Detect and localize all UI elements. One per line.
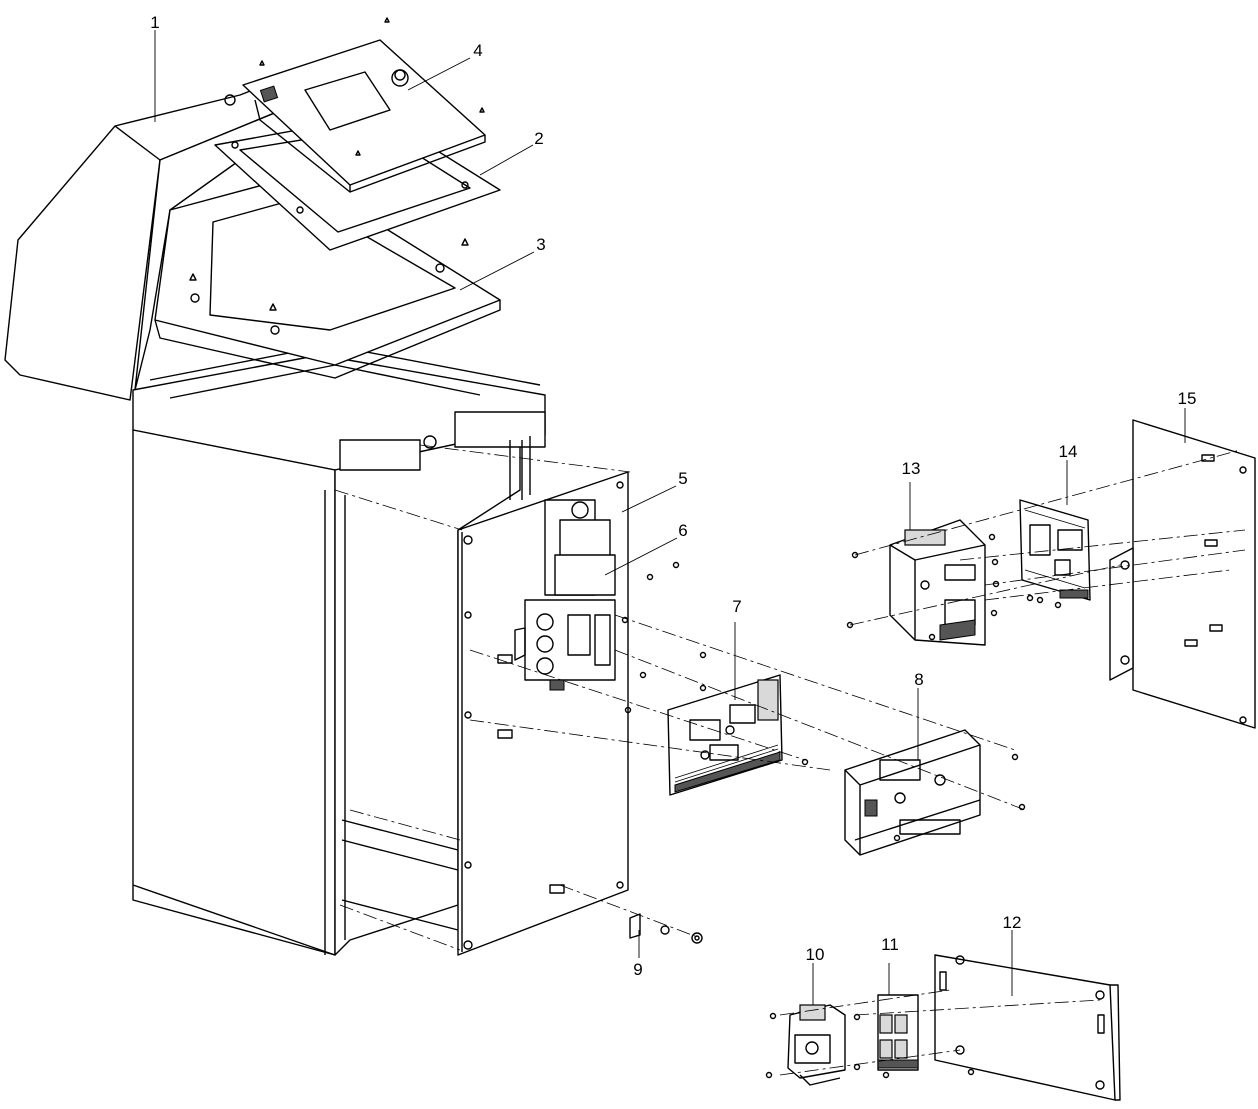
callout-14: 14 <box>1059 442 1078 461</box>
display-panel-part <box>242 17 486 193</box>
callout-8: 8 <box>914 670 923 689</box>
callout-3: 3 <box>536 235 545 254</box>
rear-panel-part <box>1109 419 1256 729</box>
callout-6: 6 <box>678 521 687 540</box>
ignition-module-part <box>844 729 981 856</box>
callout-2: 2 <box>534 129 543 148</box>
callout-12: 12 <box>1003 913 1022 932</box>
callout-4: 4 <box>473 41 482 60</box>
callout-15: 15 <box>1178 389 1197 408</box>
bezel-part <box>154 174 501 379</box>
cabinet-part <box>4 59 546 956</box>
callout-9: 9 <box>633 960 642 979</box>
bracket-part <box>629 913 703 944</box>
callout-7: 7 <box>732 597 741 616</box>
sub-plate-part <box>934 954 1121 1101</box>
assembly-lines <box>334 444 1246 1076</box>
gas-valve-part <box>514 499 616 691</box>
control-board-part <box>667 674 783 796</box>
callout-13: 13 <box>902 459 921 478</box>
callout-1: 1 <box>150 13 159 32</box>
callout-11: 11 <box>881 935 899 954</box>
controller-part <box>889 519 986 646</box>
callout-leaders <box>154 30 1186 1005</box>
callout-5: 5 <box>678 469 687 488</box>
callout-10: 10 <box>806 945 825 964</box>
callout-labels: 1 4 2 3 5 6 7 8 9 10 11 12 13 14 15 <box>150 13 1196 979</box>
terminal-block-part <box>877 994 919 1071</box>
screws <box>621 533 1062 1079</box>
relay-module-part <box>787 1004 846 1086</box>
